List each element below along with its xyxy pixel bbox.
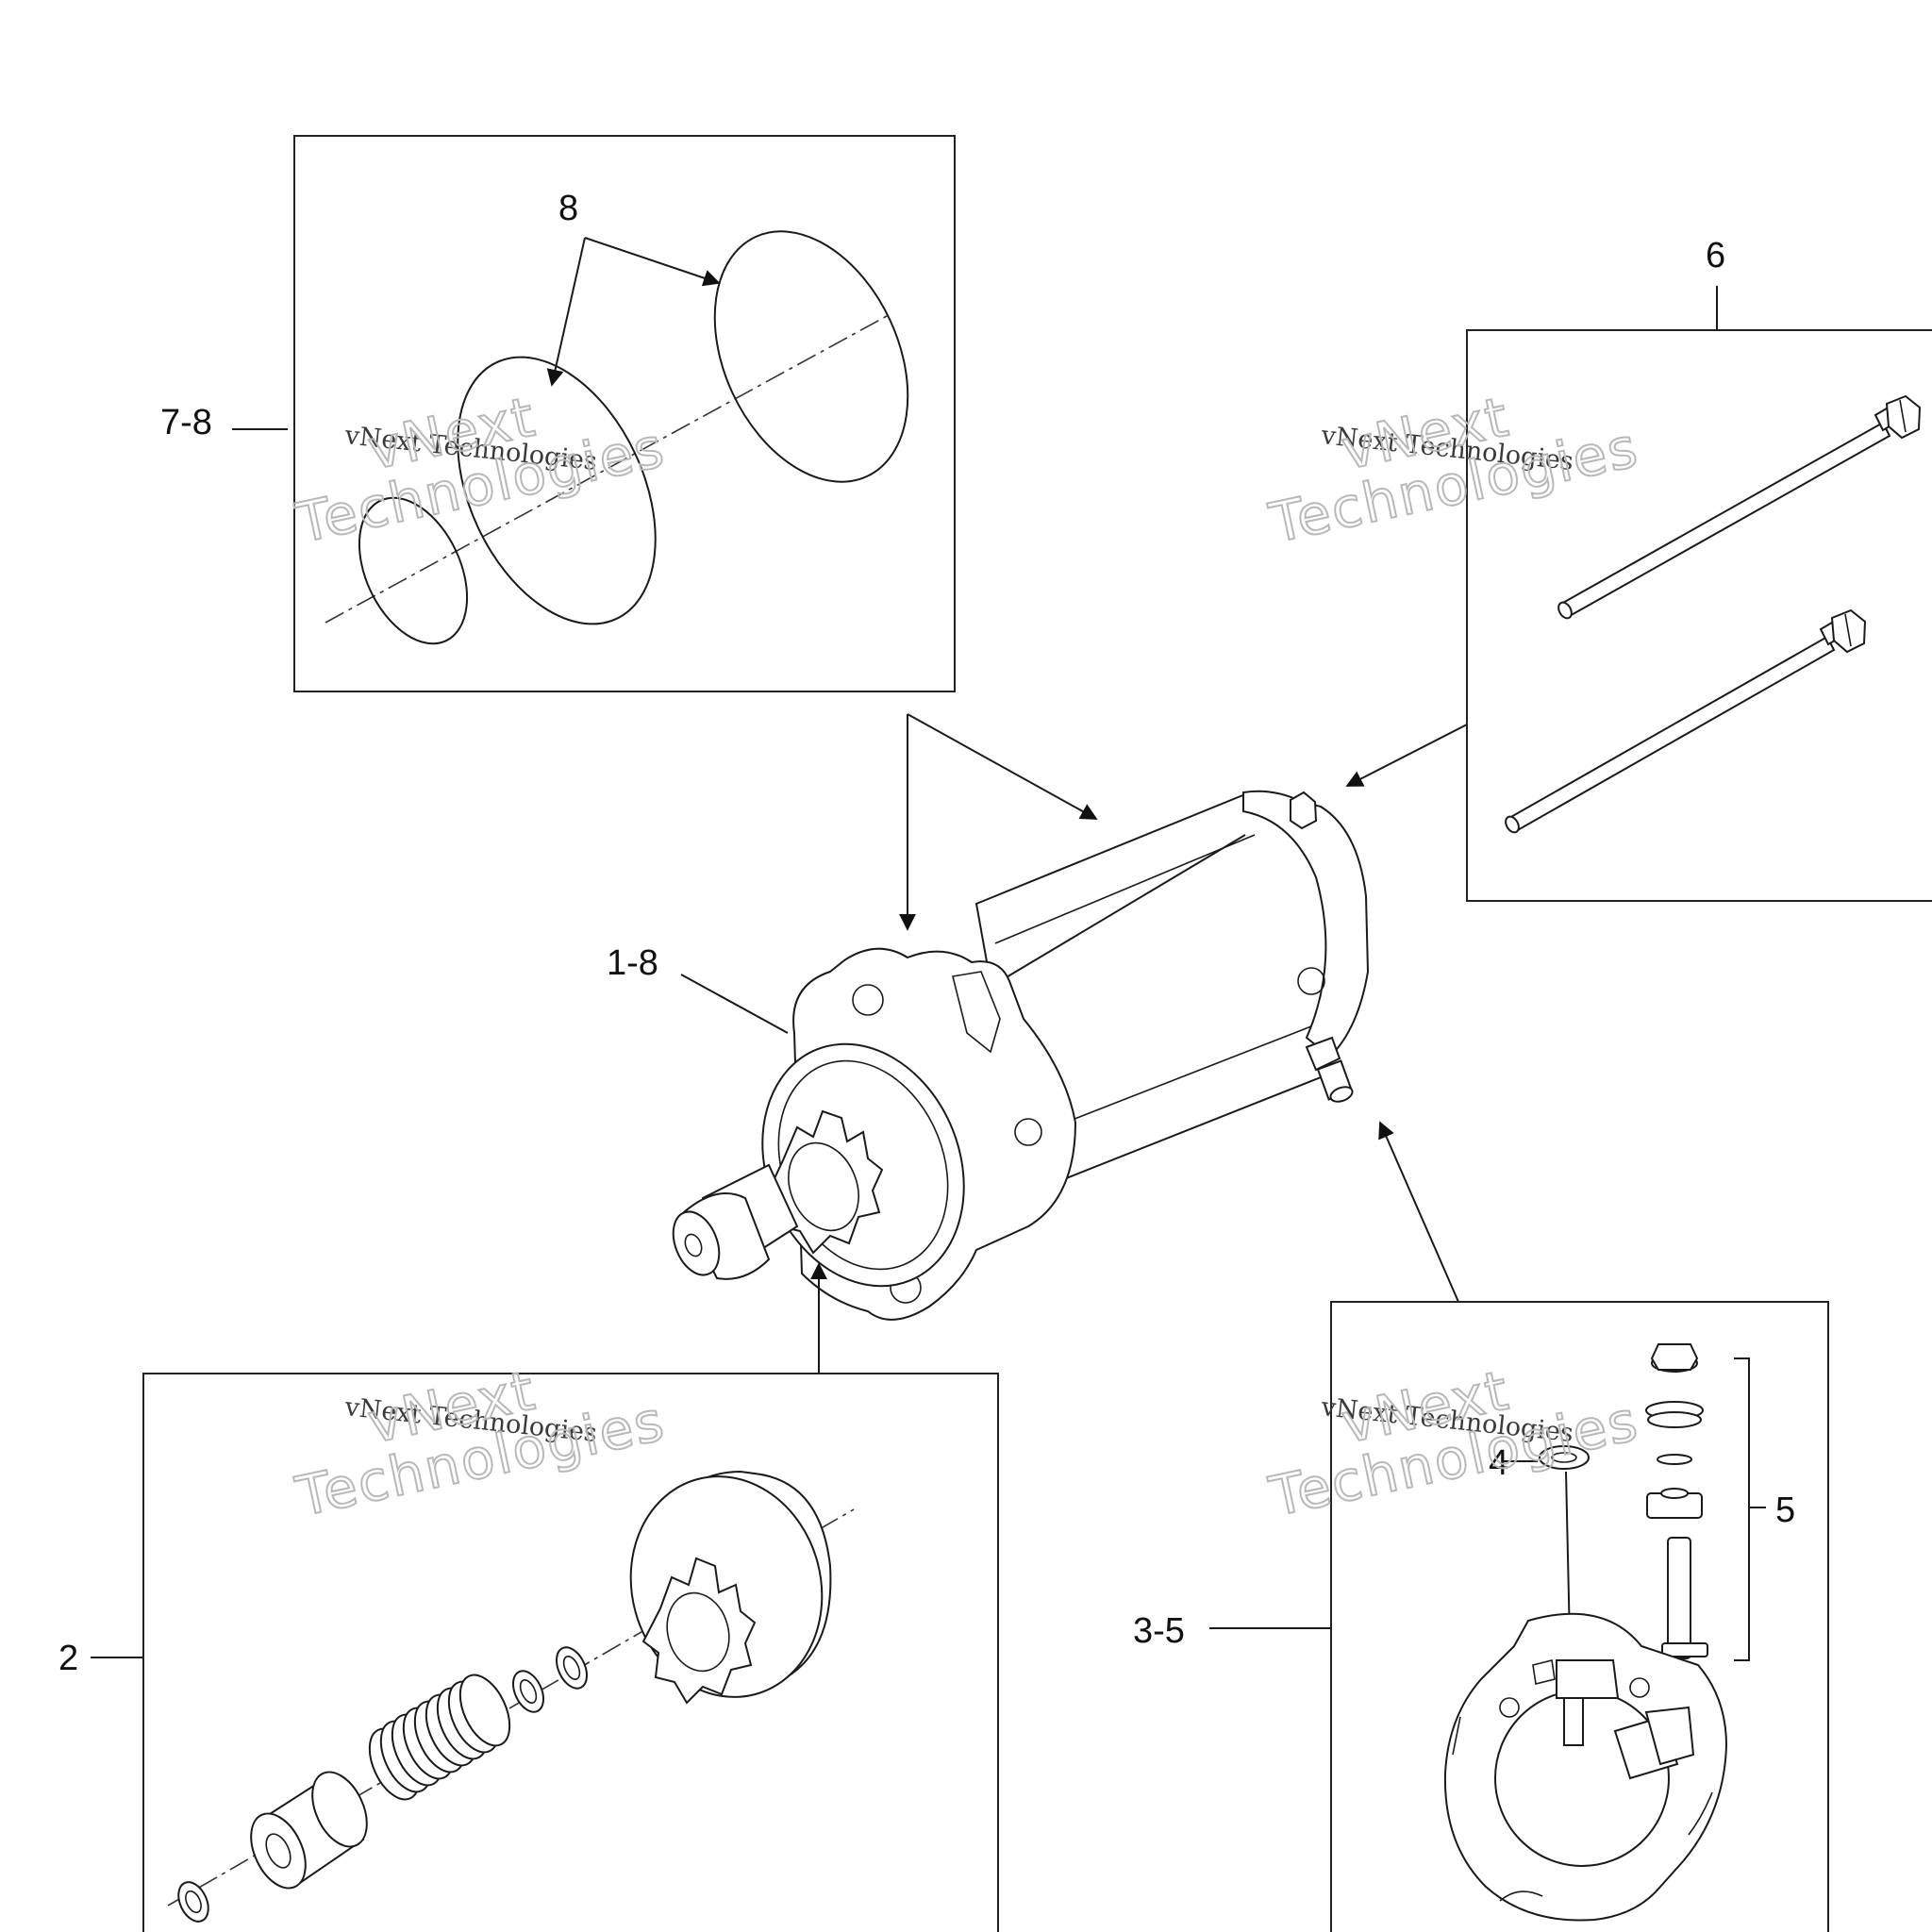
shaft-nose <box>682 1192 771 1280</box>
o-ring-middle <box>457 356 657 625</box>
panel-drive-assembly <box>91 1373 999 1932</box>
washer-b <box>512 1670 544 1713</box>
panel-bolts-frame <box>1466 329 1932 902</box>
callout-7-8: 7-8 <box>160 403 212 442</box>
watermark-outline-top-left: vNext Technologies <box>290 383 672 556</box>
callout-5: 5 <box>1775 1491 1795 1530</box>
callout-2: 2 <box>58 1639 78 1678</box>
callout-4: 4 <box>1489 1443 1508 1483</box>
watermark-outline-bottom-left: vNext Technologies <box>290 1357 672 1529</box>
starter-motor-assembly <box>672 713 1459 1374</box>
callout-8: 8 <box>558 189 578 228</box>
terminal-bushing <box>1646 1488 1703 1519</box>
terminal-bolt <box>1661 1537 1708 1659</box>
watermark-outline-bottom-right: vNext Technologies <box>1263 1357 1645 1529</box>
callout-6: 6 <box>1706 236 1725 275</box>
bolt-upper <box>1557 394 1922 620</box>
terminal-washer <box>1645 1401 1704 1428</box>
terminal-stud <box>1305 1036 1354 1103</box>
drive-pinion-gear <box>641 1557 757 1705</box>
panel-drive-frame <box>142 1373 999 1932</box>
brush-plate <box>1443 1612 1728 1922</box>
bolt-lower <box>1505 608 1867 834</box>
panel-o-rings <box>293 135 956 692</box>
item-4-washer <box>1539 1445 1590 1470</box>
panel-brush-holder <box>1209 1301 1829 1932</box>
terminal-nut <box>1650 1343 1699 1373</box>
o-ring-large <box>713 230 909 483</box>
panel-brush-frame <box>1330 1301 1829 1932</box>
panel-o-rings-frame <box>293 135 956 692</box>
washer-a <box>556 1646 588 1690</box>
panel-bolts <box>1345 286 1932 902</box>
washer-c <box>177 1881 209 1923</box>
drive-spring <box>368 1674 511 1801</box>
callout-1-8: 1-8 <box>607 943 658 983</box>
watermark-outline-top-right: vNext Technologies <box>1263 383 1645 556</box>
terminal-spacer <box>1657 1454 1692 1465</box>
o-ring-small <box>358 496 469 645</box>
callout-3-5: 3-5 <box>1133 1611 1185 1651</box>
